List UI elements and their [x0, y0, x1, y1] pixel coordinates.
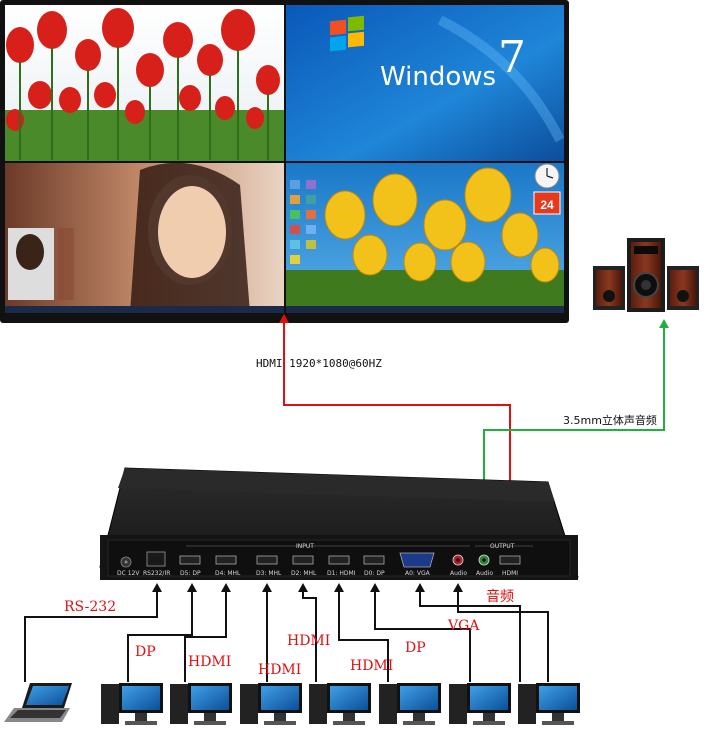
hdmi4-label: HDMI — [350, 658, 393, 674]
arrow-up-icon — [334, 583, 344, 592]
screen-quad-yellow-tulips: 24 — [286, 163, 564, 313]
screen-quad-red-tulips — [5, 5, 284, 161]
audio-in-label: 音频 — [486, 588, 514, 605]
d0-dp-port[interactable] — [363, 555, 385, 565]
desktop-icons — [290, 180, 316, 264]
source-pc-7 — [518, 683, 580, 725]
rs232-port-label: RS232/IR — [143, 570, 170, 577]
input-group-label: INPUT — [296, 543, 314, 550]
arrow-up-icon — [298, 583, 308, 592]
audio-out-port[interactable] — [478, 554, 490, 566]
windows-logo-icon — [330, 15, 364, 52]
arrow-up-icon — [453, 583, 463, 592]
input-arrows — [152, 583, 463, 592]
arrow-up-icon — [221, 583, 231, 592]
output-group-label: OUTPUT — [490, 543, 515, 550]
hdmi-output-label: HDMI 1920*1080@60HZ — [256, 357, 382, 370]
hdmi3-label: HDMI — [287, 633, 330, 649]
d4-mhl-port[interactable] — [215, 555, 237, 565]
dp1-label: DP — [135, 644, 156, 660]
a0-port-label: A0: VGA — [405, 570, 431, 577]
d4-port-label: D4: MHL — [215, 570, 241, 577]
calendar-day: 24 — [540, 198, 554, 212]
source-pc-4 — [309, 683, 371, 725]
audio-in-port[interactable] — [452, 554, 464, 566]
hdmi3-cable — [302, 588, 317, 682]
d1-hdmi-port[interactable] — [328, 555, 350, 565]
hdmi-out-port-label: HDMI — [502, 570, 518, 577]
d2-port-label: D2: MHL — [291, 570, 317, 577]
windows-wordmark: Windows — [380, 62, 496, 92]
taskbar — [286, 306, 564, 313]
rs232-cable — [24, 588, 158, 682]
screen-quad-portrait — [5, 162, 284, 313]
power-port[interactable] — [120, 556, 132, 568]
hdmi4-cable — [338, 588, 389, 682]
vga-cable — [419, 588, 521, 682]
d3-mhl-port[interactable] — [256, 555, 278, 565]
d5-port-label: D5: DP — [180, 570, 201, 577]
vga-label: VGA — [447, 618, 480, 634]
a0-vga-port[interactable] — [399, 552, 435, 568]
dp2-cable — [374, 588, 471, 682]
source-pc-2 — [170, 683, 232, 725]
arrow-up-icon — [187, 583, 197, 592]
input-cables — [24, 588, 549, 682]
arrow-up-icon — [152, 583, 162, 592]
dp1-cable — [127, 588, 193, 682]
d3-port-label: D3: MHL — [256, 570, 282, 577]
hdmi1-label: HDMI — [188, 654, 231, 670]
arrow-up-icon — [415, 583, 425, 592]
speaker-right — [667, 266, 699, 310]
arrow-up-icon — [262, 583, 272, 592]
arrow-up-icon — [370, 583, 380, 592]
rs232-port[interactable] — [146, 551, 166, 567]
d0-port-label: D0: DP — [364, 570, 385, 577]
d2-mhl-port[interactable] — [292, 555, 314, 565]
clock-gadget-icon — [534, 163, 560, 189]
calendar-gadget: 24 — [533, 191, 561, 215]
speakers — [593, 238, 699, 312]
source-pc-3 — [240, 683, 302, 725]
arrow-up-icon — [659, 319, 669, 328]
rs232-label: RS-232 — [64, 599, 116, 615]
d1-port-label: D1: HDMI — [327, 570, 356, 577]
windows-version: 7 — [498, 32, 526, 83]
dp2-label: DP — [405, 640, 426, 656]
source-pc — [101, 683, 580, 725]
monitor: Windows 7 — [0, 0, 569, 323]
screen-quad-windows7: Windows 7 — [286, 5, 565, 161]
source-pc-5 — [379, 683, 441, 725]
quad-view-processor: INPUT OUTPUT DC 12V RS232/IR D5: DP D4: … — [99, 467, 579, 580]
d5-dp-port[interactable] — [179, 555, 201, 565]
audio-in-cable — [457, 588, 549, 682]
hdmi2-label: HDMI — [258, 662, 301, 678]
power-label: DC 12V — [117, 570, 140, 577]
arrow-up-icon — [279, 314, 289, 323]
source-pc-6 — [449, 683, 511, 725]
audio-output-label: 3.5mm立体声音频 — [563, 413, 657, 427]
audio-in-port-label: Audio — [450, 570, 467, 577]
source-pc-1 — [101, 683, 163, 725]
hdmi1-cable — [184, 588, 227, 682]
audio-out-port-label: Audio — [476, 570, 493, 577]
taskbar — [5, 306, 284, 313]
speaker-left — [593, 266, 625, 310]
subwoofer — [627, 238, 665, 312]
laptop — [4, 683, 72, 722]
hdmi-out-port[interactable] — [499, 555, 521, 565]
